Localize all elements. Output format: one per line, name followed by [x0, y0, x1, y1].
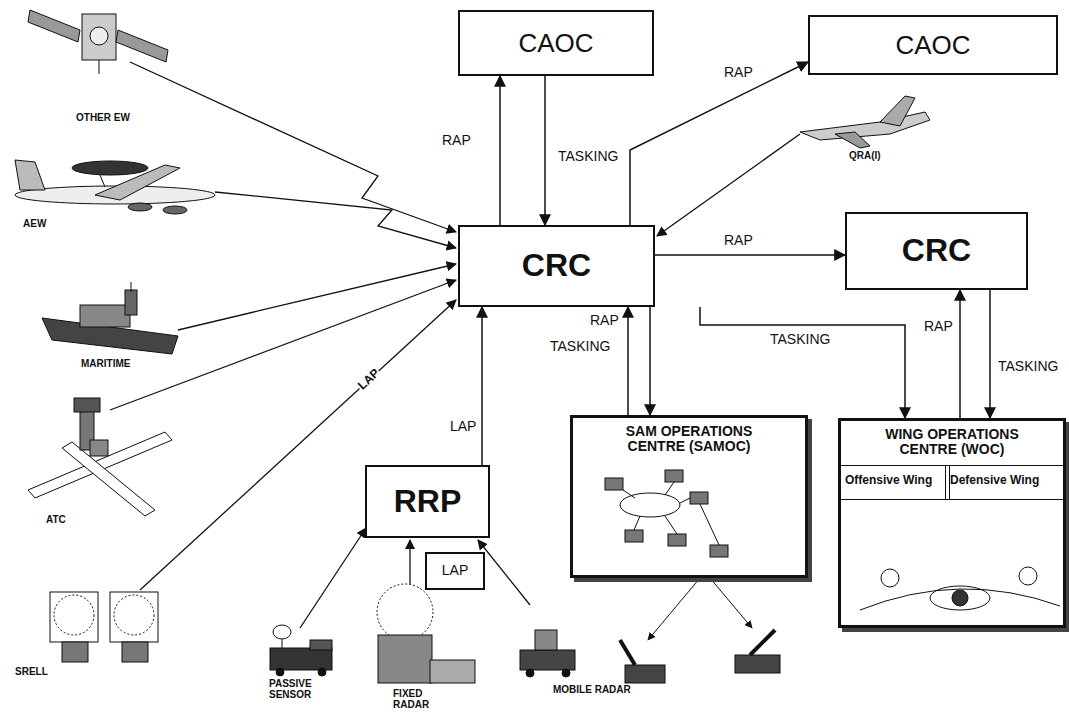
icon-caption: QRA(I) [848, 150, 882, 161]
link-arrow [630, 62, 808, 225]
operations-centre: WING OPERATIONS CENTRE (WOC) Offensive Wi… [838, 418, 1066, 628]
icon-caption: SRELL [14, 666, 49, 677]
link-label: RAP [588, 312, 621, 328]
lap-box: LAP [425, 552, 485, 590]
node-text: CRC [522, 248, 591, 283]
link-label: RAP [722, 232, 755, 248]
wing-box: Offensive Wing [840, 465, 950, 500]
link-label: TASKING [768, 331, 832, 347]
satellite-icon [28, 10, 168, 74]
command-box: CAOC [458, 10, 654, 76]
icon-caption: FIXED RADAR [392, 688, 438, 710]
wing-box: Defensive Wing [945, 465, 1066, 500]
sam-launcher-icons [620, 578, 780, 683]
mobile-radar-icon [520, 630, 575, 677]
link-label: RAP [722, 64, 755, 80]
link-arrow [649, 307, 651, 415]
icon-caption: ATC [45, 514, 67, 525]
sam-site-icons [605, 470, 728, 557]
node-text: SAM OPERATIONS CENTRE (SAMOC) [609, 424, 769, 455]
link-arrow [655, 254, 845, 256]
node-text: CAOC [518, 29, 593, 58]
link-label: RAP [440, 132, 473, 148]
link-label: TASKING [556, 148, 620, 164]
link-label: TASKING [996, 358, 1060, 374]
icon-caption: PASSIVE SENSOR [268, 678, 318, 700]
aew-aircraft-icon [15, 160, 215, 214]
srell-radar-icon [50, 592, 158, 662]
icon-caption: OTHER EW [75, 112, 131, 123]
link-label: RAP [922, 318, 955, 334]
link-arrow [499, 76, 501, 225]
node-text: RRP [394, 484, 462, 519]
control-box: CRC [845, 212, 1028, 290]
node-text: Defensive Wing [946, 472, 1043, 489]
icon-caption: AEW [22, 218, 47, 229]
link-arrow [959, 290, 961, 418]
fixed-radar-icon [377, 584, 475, 683]
link-arrow [700, 307, 905, 418]
qra-aircraft-icon [800, 96, 930, 148]
sensor-links [110, 62, 800, 628]
command-box: CAOC [808, 15, 1058, 75]
node-text: Offensive Wing [841, 472, 936, 489]
post-box: RRP [365, 465, 490, 538]
link-arrow [627, 307, 629, 415]
node-text: CAOC [895, 31, 970, 60]
node-text: WING OPERATIONS CENTRE (WOC) [862, 427, 1042, 458]
icon-caption: MOBILE RADAR [552, 684, 632, 695]
link-arrow [544, 76, 546, 225]
control-box: CRC [458, 225, 655, 307]
node-text: CRC [902, 233, 971, 268]
link-arrow [989, 290, 991, 418]
operations-centre: SAM OPERATIONS CENTRE (SAMOC) [570, 415, 808, 578]
link-label: TASKING [548, 338, 612, 354]
link-arrow [481, 307, 483, 465]
atc-icon [28, 398, 172, 516]
passive-sensor-icon [270, 625, 332, 676]
link-label: LAP [448, 418, 478, 434]
wing-icons [860, 567, 1060, 610]
icon-caption: MARITIME [80, 358, 131, 369]
node-text: LAP [442, 563, 468, 578]
ship-icon [42, 282, 178, 354]
